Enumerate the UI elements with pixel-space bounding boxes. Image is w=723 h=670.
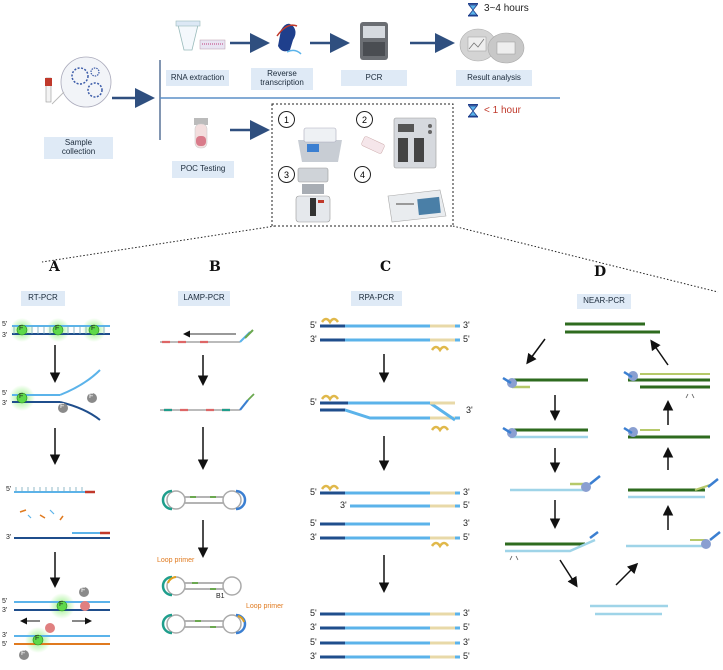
device-2-number: 2 <box>356 111 373 128</box>
panel-c-rpa <box>320 317 460 659</box>
panel-d-near <box>502 322 721 616</box>
panel-b-title: LAMP-PCR <box>178 291 230 306</box>
rpa-end3-7: 3' <box>310 532 317 542</box>
rt-end3: 3' <box>2 332 8 339</box>
fluor-label-3: F <box>91 325 96 332</box>
hourglass-icon <box>468 3 478 17</box>
panel-c-letter: C <box>380 259 392 275</box>
device-3-icon <box>295 167 331 223</box>
rpa-end3-8: 3' <box>463 608 470 618</box>
fluor-label-9: F <box>81 587 86 594</box>
rt-end3-d: 3' <box>2 607 8 614</box>
device-1-number: 1 <box>278 111 295 128</box>
rna-extraction-label: RNA extraction <box>166 70 229 86</box>
rpa-end5-7: 5' <box>463 532 470 542</box>
fluor-label-1: F <box>19 325 24 332</box>
rpa-end3-2: 3' <box>463 320 470 330</box>
rpa-end3-9: 3' <box>310 622 317 632</box>
rt-end5-e: 5' <box>2 641 8 648</box>
panel-a-letter: A <box>49 259 60 275</box>
poc-testing-label: POC Testing <box>172 161 234 178</box>
fluor-label-4: F <box>19 393 24 400</box>
panel-a-rtpcr <box>9 318 110 660</box>
fluor-label-10: F <box>21 650 26 657</box>
device-4-number: 4 <box>354 166 371 183</box>
panel-a-title: RT-PCR <box>21 291 65 306</box>
rt-end3-b: 3' <box>2 400 8 407</box>
fluor-label-8: F <box>35 635 40 642</box>
result-analysis-label: Result analysis <box>456 70 532 86</box>
rt-end5: 5' <box>2 321 8 328</box>
rpa-end5-1: 5' <box>310 320 317 330</box>
rpa-end5-2: 5' <box>463 334 470 344</box>
hourglass-icon-2 <box>468 104 478 118</box>
poc-tube-icon <box>194 118 208 149</box>
fluor-label-2: F <box>55 325 60 332</box>
rpa-end3-4: 3' <box>463 487 470 497</box>
panel-d-letter: D <box>594 264 607 280</box>
rpa-end5-5: 5' <box>463 500 470 510</box>
result-analysis-icon <box>459 28 525 64</box>
rpa-end5-4: 5' <box>310 487 317 497</box>
rna-extraction-icon <box>175 20 226 51</box>
rpa-end3-10: 3' <box>463 637 470 647</box>
rt-end3-c: 3' <box>6 534 12 541</box>
rpa-end5-3: 5' <box>310 397 317 407</box>
loop-primer-label-1: Loop primer <box>157 557 195 564</box>
panel-c-title: RPA-PCR <box>351 291 402 306</box>
fluor-label-6: F <box>89 393 94 400</box>
rpa-end3-11: 3' <box>310 651 317 661</box>
rpa-end3-1: 3' <box>310 334 317 344</box>
panel-b-lamp <box>160 329 255 635</box>
rpa-end5-10: 5' <box>310 637 317 647</box>
pcr-label: PCR <box>341 70 407 86</box>
device-1-icon <box>298 127 342 162</box>
device-4-icon <box>387 189 447 223</box>
pcr-machine-icon <box>360 22 388 60</box>
rt-end5-b: 5' <box>2 390 8 397</box>
sample-swab-icon <box>45 56 112 108</box>
rpa-end5-8: 5' <box>310 608 317 618</box>
fluor-label-5: F <box>60 403 65 410</box>
enzyme-icon <box>276 23 302 55</box>
time-short-label: < 1 hour <box>484 105 521 116</box>
rpa-end3-3: 3' <box>466 405 473 415</box>
rpa-end3-5: 3' <box>340 500 347 510</box>
rpa-end5-9: 5' <box>463 622 470 632</box>
rt-end5-c: 5' <box>6 486 12 493</box>
device-3-number: 3 <box>278 166 295 183</box>
time-long-label: 3~4 hours <box>484 3 529 14</box>
rpa-end5-6: 5' <box>310 518 317 528</box>
fluor-label-7: F <box>59 601 64 608</box>
b1-label: B1 <box>216 593 225 600</box>
sample-collection-label: Sample collection <box>44 137 113 159</box>
rpa-end5-11: 5' <box>463 651 470 661</box>
panel-d-title: NEAR-PCR <box>577 294 631 309</box>
poc-devices-box <box>271 103 454 227</box>
rt-end3-e: 3' <box>2 632 8 639</box>
rpa-end3-6: 3' <box>463 518 470 528</box>
device-2-icon <box>361 117 437 169</box>
rt-end5-d: 5' <box>2 598 8 605</box>
loop-primer-label-2: Loop primer <box>246 603 284 610</box>
panel-b-letter: B <box>209 259 221 275</box>
reverse-transcription-label: Reverse transcription <box>251 68 313 90</box>
